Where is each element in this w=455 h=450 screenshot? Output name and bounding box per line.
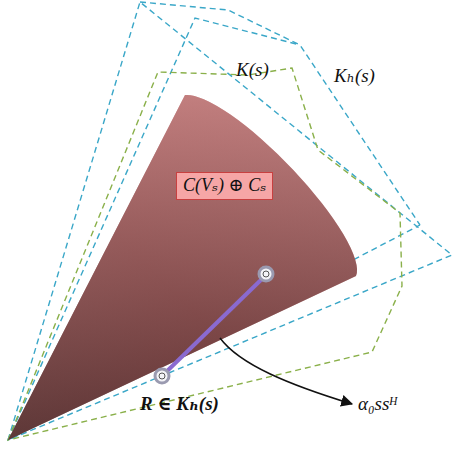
point-label: R ∈ Kₕ(s) — [140, 394, 219, 415]
point-marker — [263, 271, 269, 277]
cone-label: Kₕ(s) — [334, 66, 375, 87]
set-label: C(Vₛ) ⊕ Cₛ — [183, 175, 266, 195]
point-marker — [155, 369, 169, 383]
cone-body — [8, 95, 357, 440]
inner-cone-outline — [8, 68, 402, 440]
outer-cone-outline — [8, 2, 452, 440]
vector-arrow — [162, 276, 265, 376]
callout-label: α₀ssᴴ — [358, 394, 396, 415]
cone-shade — [8, 95, 357, 440]
set-box: C(Vₛ) ⊕ Cₛ — [176, 172, 273, 200]
cone-label: K(s) — [236, 60, 269, 81]
point-marker — [259, 267, 273, 281]
callout-leader — [220, 338, 352, 404]
point-marker — [159, 373, 165, 379]
